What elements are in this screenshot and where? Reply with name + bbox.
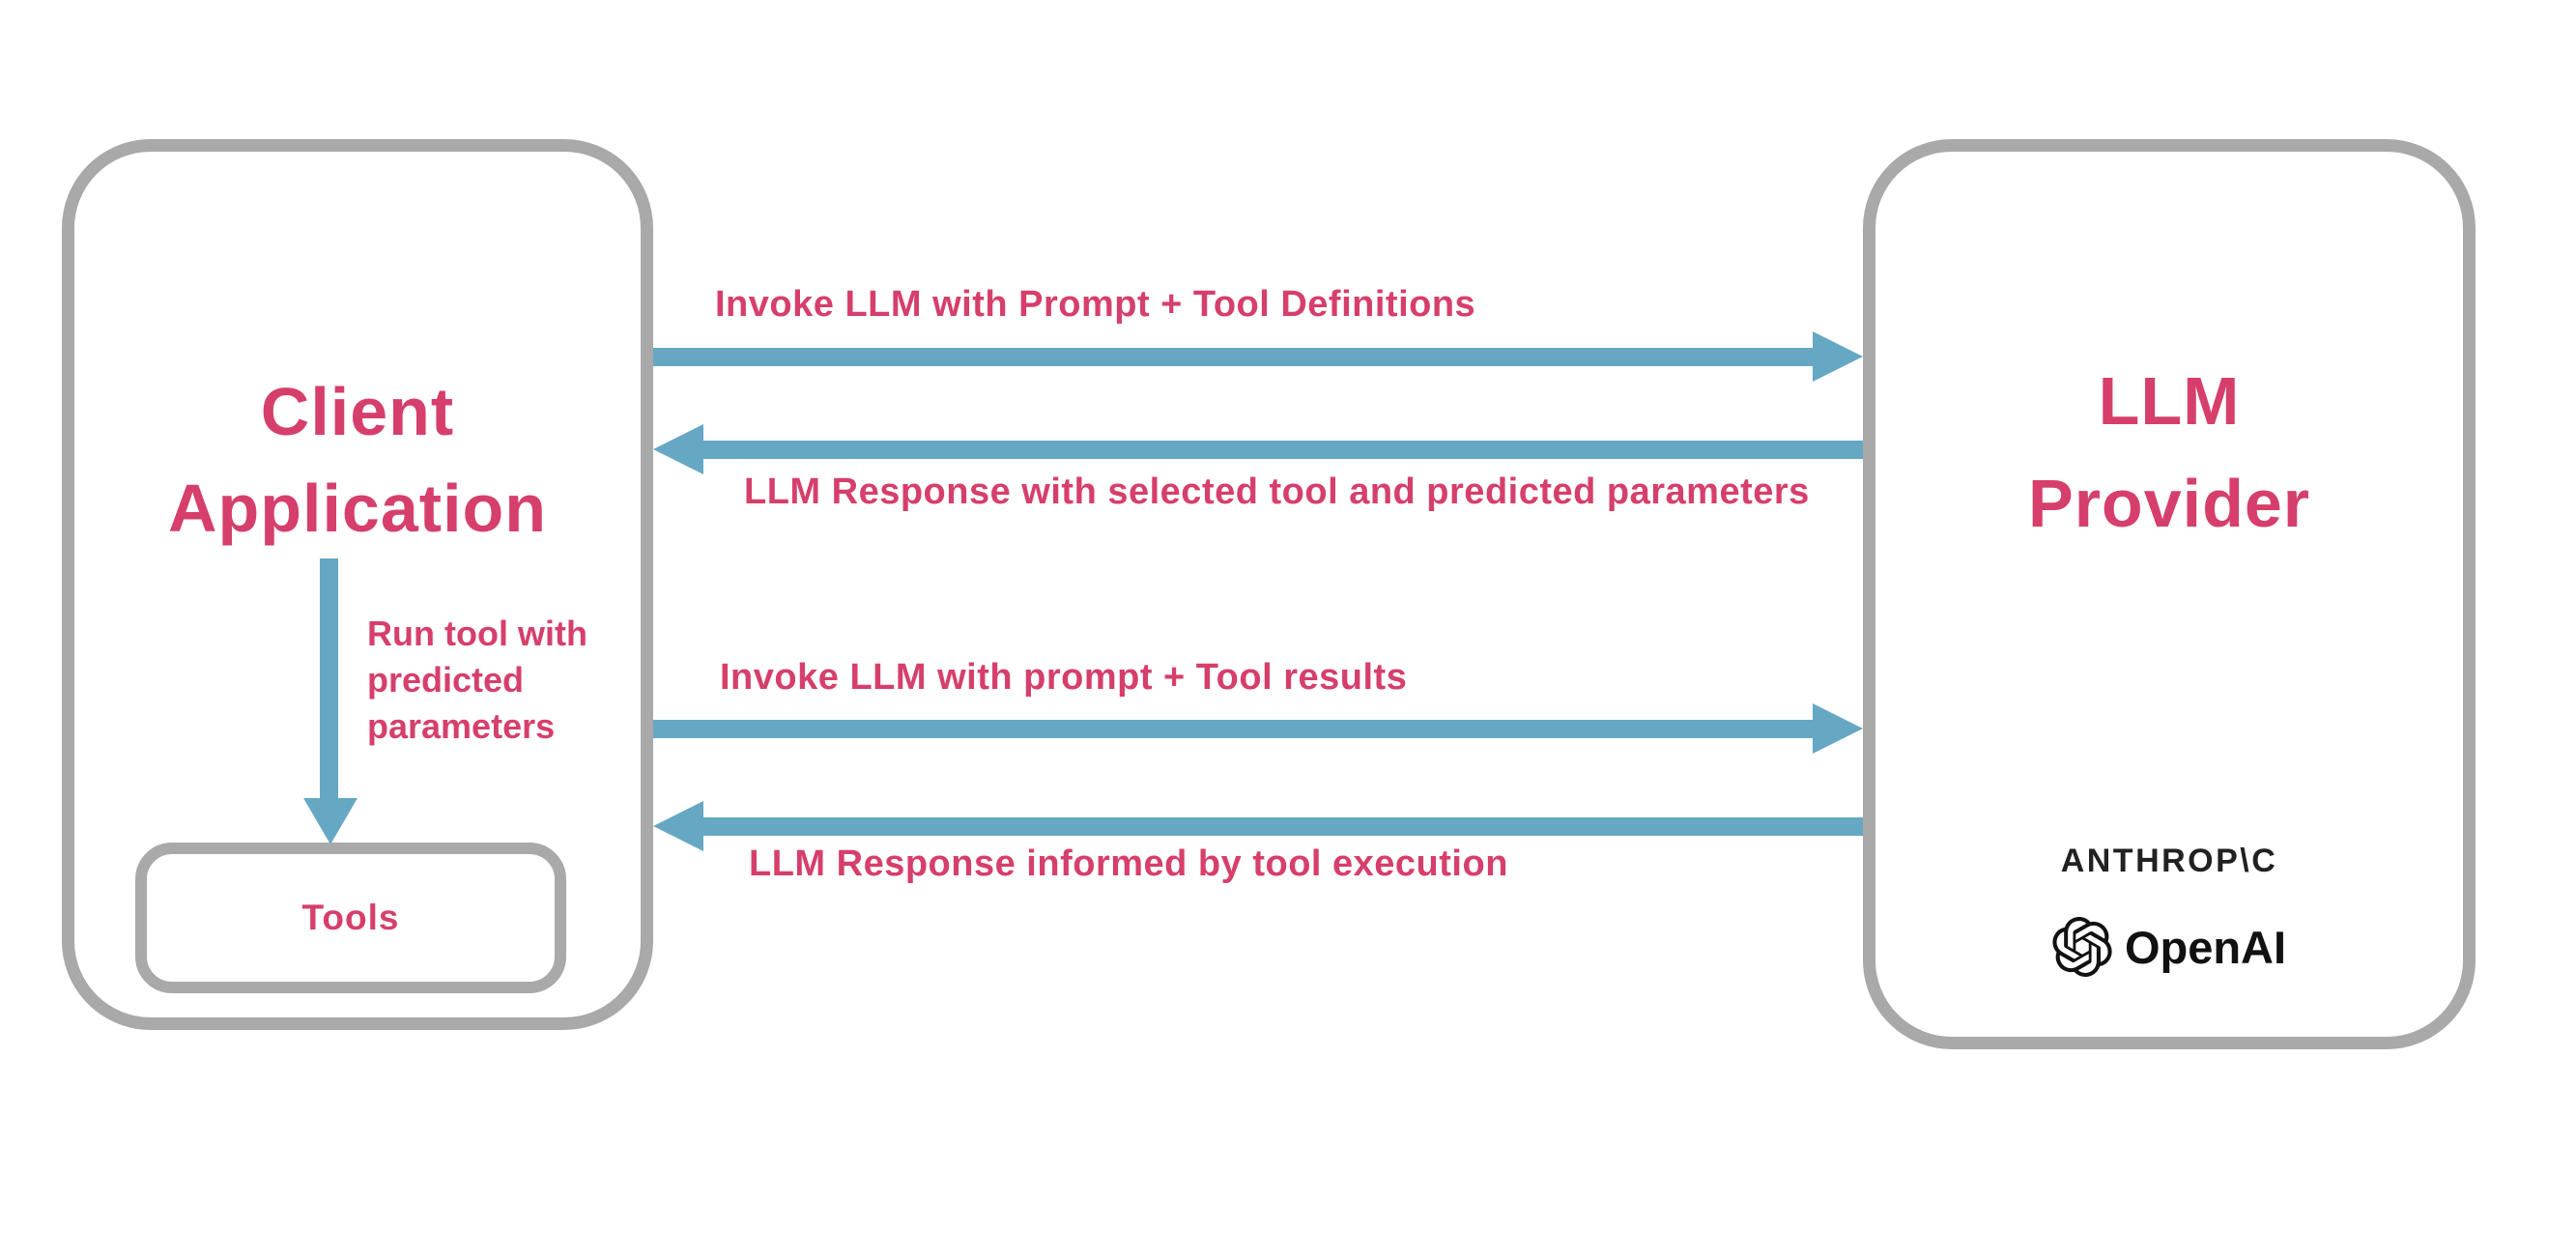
run-tool-arrow	[303, 558, 358, 844]
llm-provider-title: LLM Provider	[2028, 363, 2310, 541]
client-application-box	[62, 139, 653, 1030]
openai-logo: OpenAI	[1863, 912, 2476, 982]
arrow-invoke-llm-tool-results	[653, 703, 1863, 754]
tools-box: Tools	[135, 843, 566, 993]
anthropic-logo: ANTHROP\C	[2060, 843, 2278, 879]
label-llm-response-selected-tool: LLM Response with selected tool and pred…	[744, 472, 1810, 512]
arrow-shaft	[653, 720, 1815, 738]
arrow-right-icon	[1813, 331, 1863, 382]
arrow-llm-response-selected-tool	[653, 424, 1863, 474]
tools-label: Tools	[301, 898, 400, 937]
run-tool-label: Run tool with predicted parameters	[367, 614, 587, 746]
run-tool-arrow-shaft	[320, 558, 338, 799]
label-invoke-llm-tool-results: Invoke LLM with prompt + Tool results	[720, 657, 1408, 698]
client-application-title: Client Application	[167, 374, 548, 546]
llm-provider-box	[1863, 139, 2476, 1049]
arrow-down-icon	[303, 798, 358, 844]
arrow-shaft	[701, 441, 1863, 459]
arrow-invoke-llm-definitions	[653, 331, 1863, 382]
arrow-left-icon	[653, 801, 703, 851]
openai-icon	[2052, 917, 2112, 977]
arrow-llm-response-tool-execution	[653, 801, 1863, 851]
label-invoke-llm-definitions: Invoke LLM with Prompt + Tool Definition…	[715, 284, 1476, 325]
arrow-shaft	[701, 817, 1863, 836]
arrow-shaft	[653, 348, 1815, 366]
label-llm-response-tool-execution: LLM Response informed by tool execution	[749, 843, 1508, 884]
arrow-left-icon	[653, 424, 703, 474]
openai-wordmark: OpenAI	[2124, 921, 2287, 973]
arrow-right-icon	[1813, 703, 1863, 754]
